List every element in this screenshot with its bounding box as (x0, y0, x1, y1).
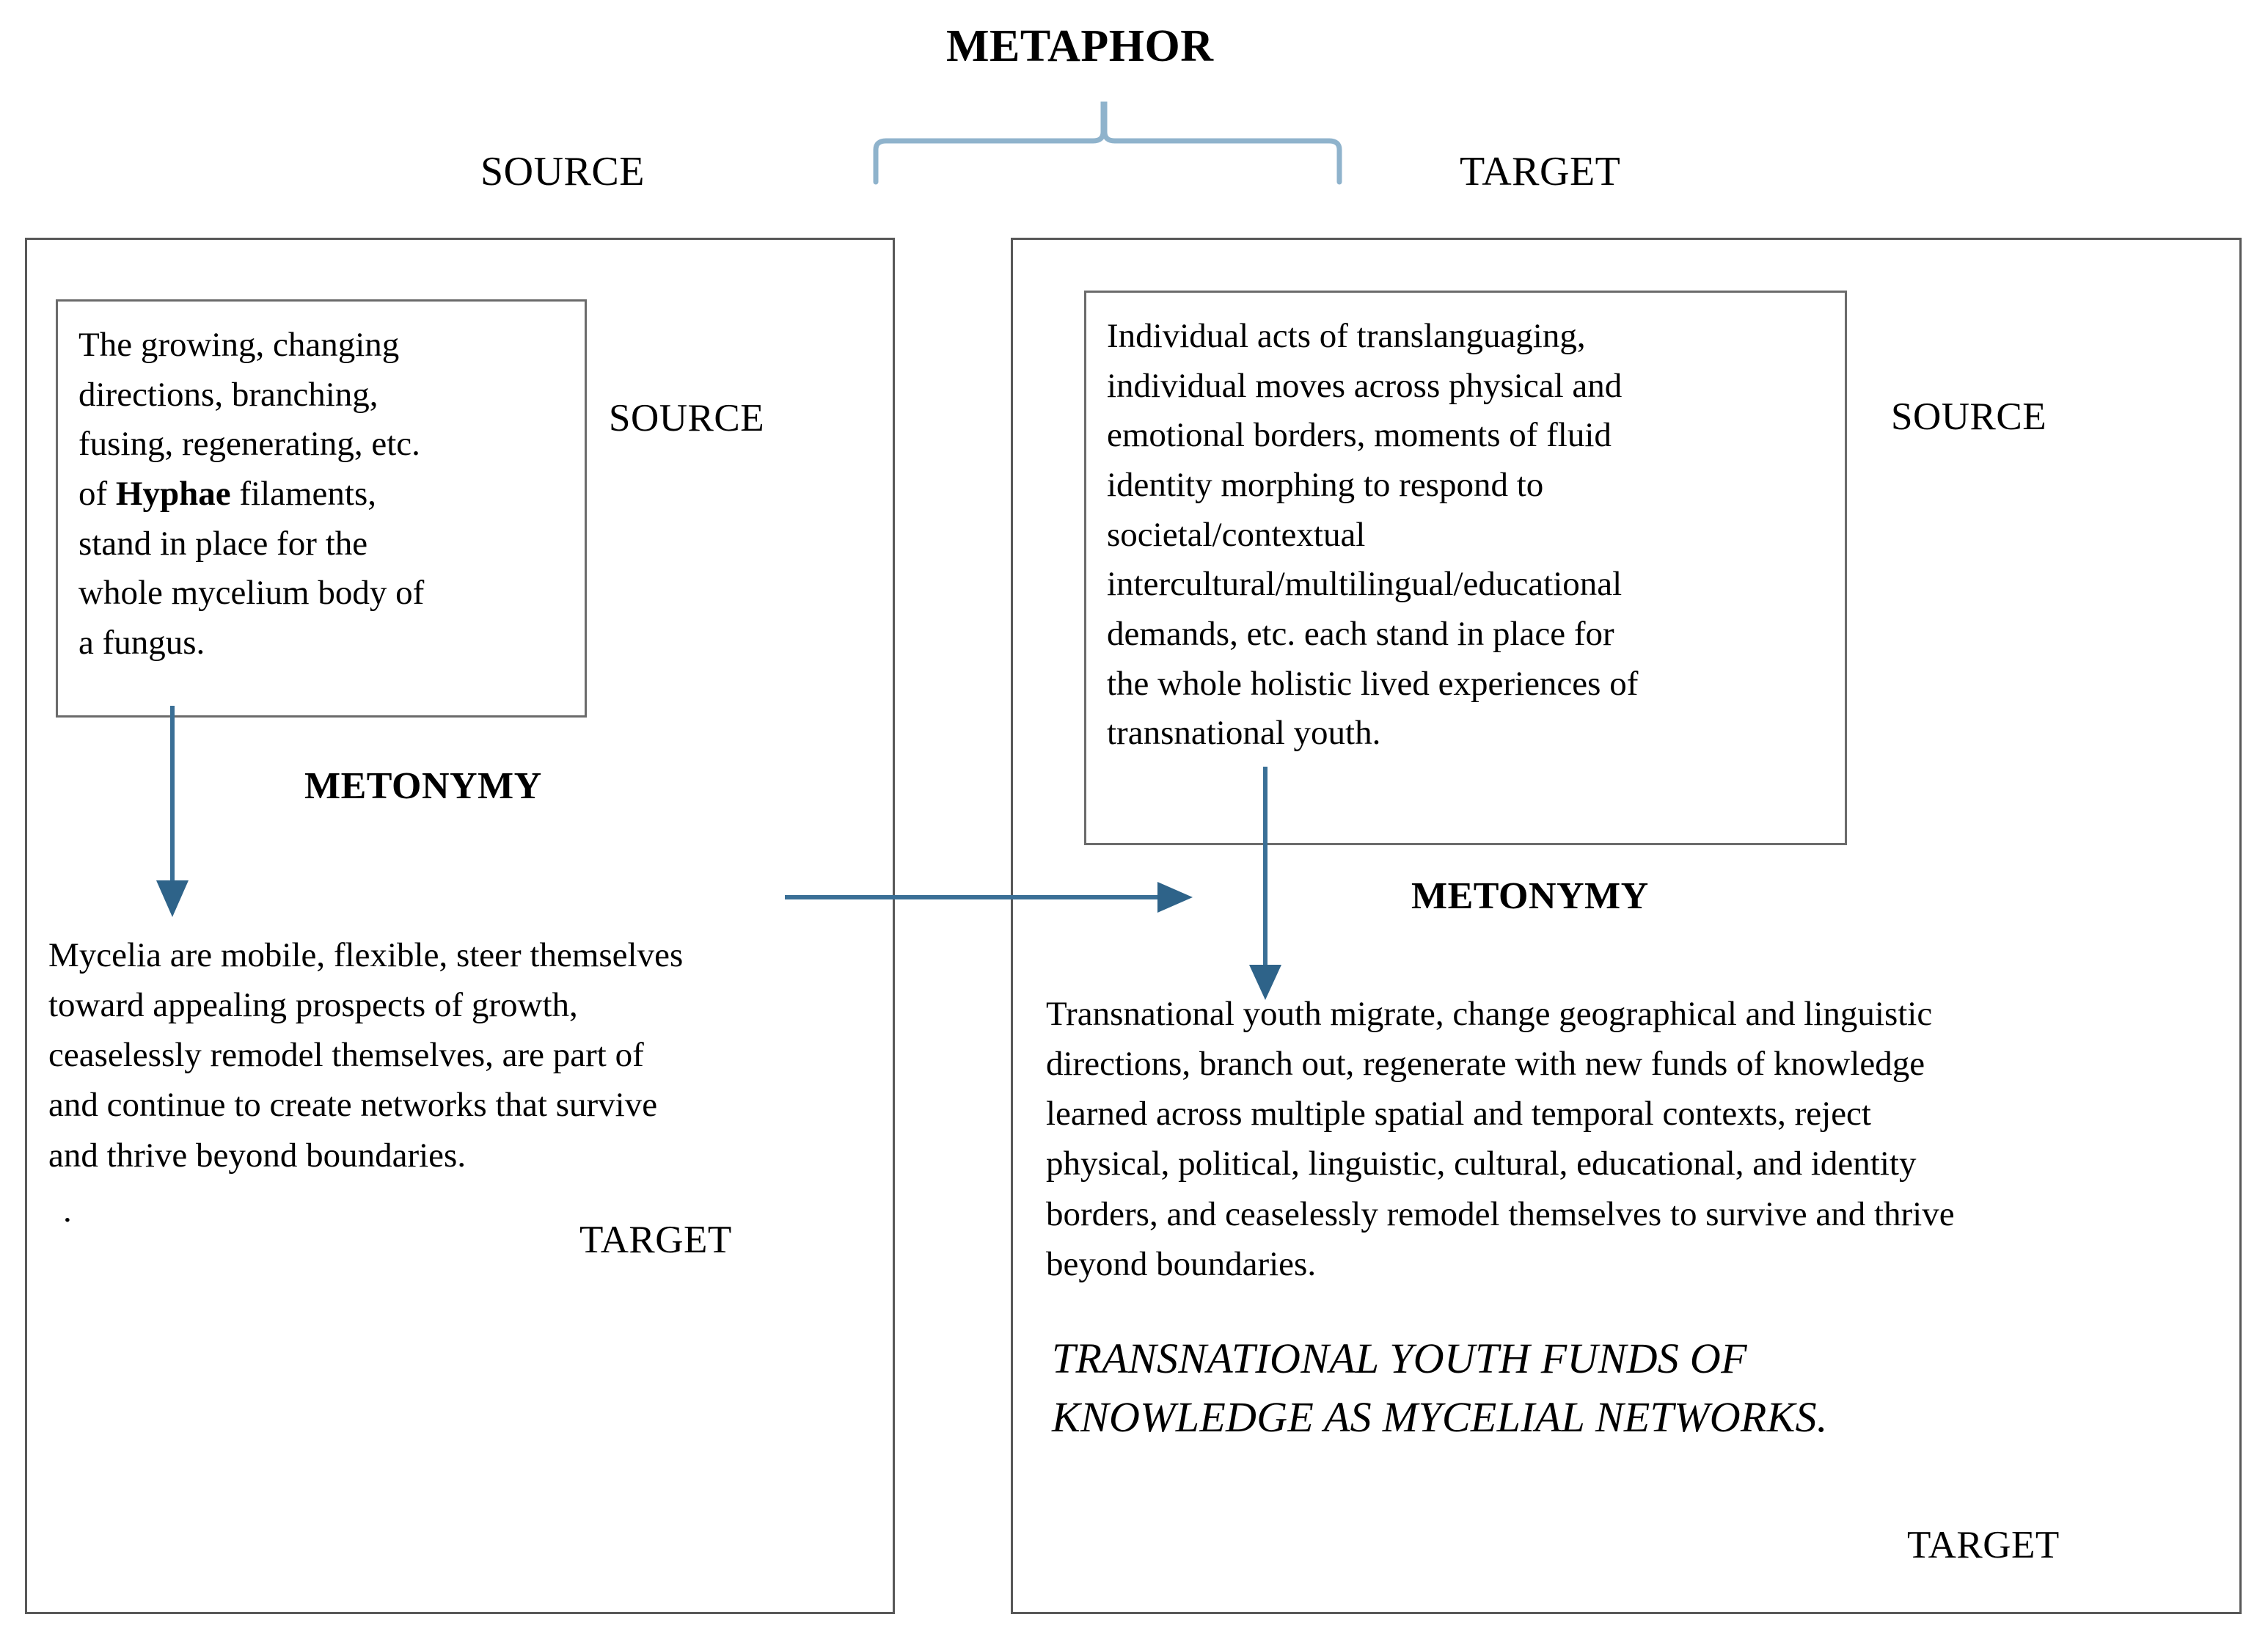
target-body-text: Transnational youth migrate, change geog… (1046, 995, 1955, 1283)
target-down-arrow-icon (1240, 767, 1291, 1001)
target-inner-box: Individual acts of translanguaging, indi… (1084, 291, 1847, 845)
source-inner-text: The growing, changing directions, branch… (58, 302, 585, 676)
source-relation-label: METONYMY (304, 765, 542, 807)
source-inner-text-bold: Hyphae (115, 475, 231, 514)
top-label-source: SOURCE (480, 149, 645, 194)
source-body-text: Mycelia are mobile, flexible, steer them… (48, 936, 684, 1175)
top-label-target: TARGET (1460, 149, 1621, 194)
conclusion-statement: TRANSNATIONAL YOUTH FUNDS OF KNOWLEDGE A… (1052, 1335, 1828, 1442)
source-panel-side-caption: SOURCE (609, 397, 765, 439)
source-inner-box: The growing, changing directions, branch… (56, 299, 587, 718)
curly-brace-icon (866, 101, 1350, 185)
page-title: METAPHOR (946, 21, 1214, 71)
source-down-arrow-icon (147, 706, 198, 919)
target-panel-side-caption: SOURCE (1891, 395, 2047, 438)
source-inner-text-pre: The growing, changing directions, branch… (78, 326, 420, 514)
target-panel-bottom-caption: TARGET (1907, 1524, 2060, 1566)
target-inner-text: Individual acts of translanguaging, indi… (1107, 317, 1639, 753)
source-trailing-mark: . (63, 1191, 72, 1230)
target-relation-label: METONYMY (1411, 875, 1649, 917)
source-inner-text-post: filaments, stand in place for the whole … (78, 475, 425, 662)
cross-domain-right-arrow-icon (785, 879, 1196, 916)
source-panel-bottom-caption: TARGET (579, 1219, 732, 1261)
